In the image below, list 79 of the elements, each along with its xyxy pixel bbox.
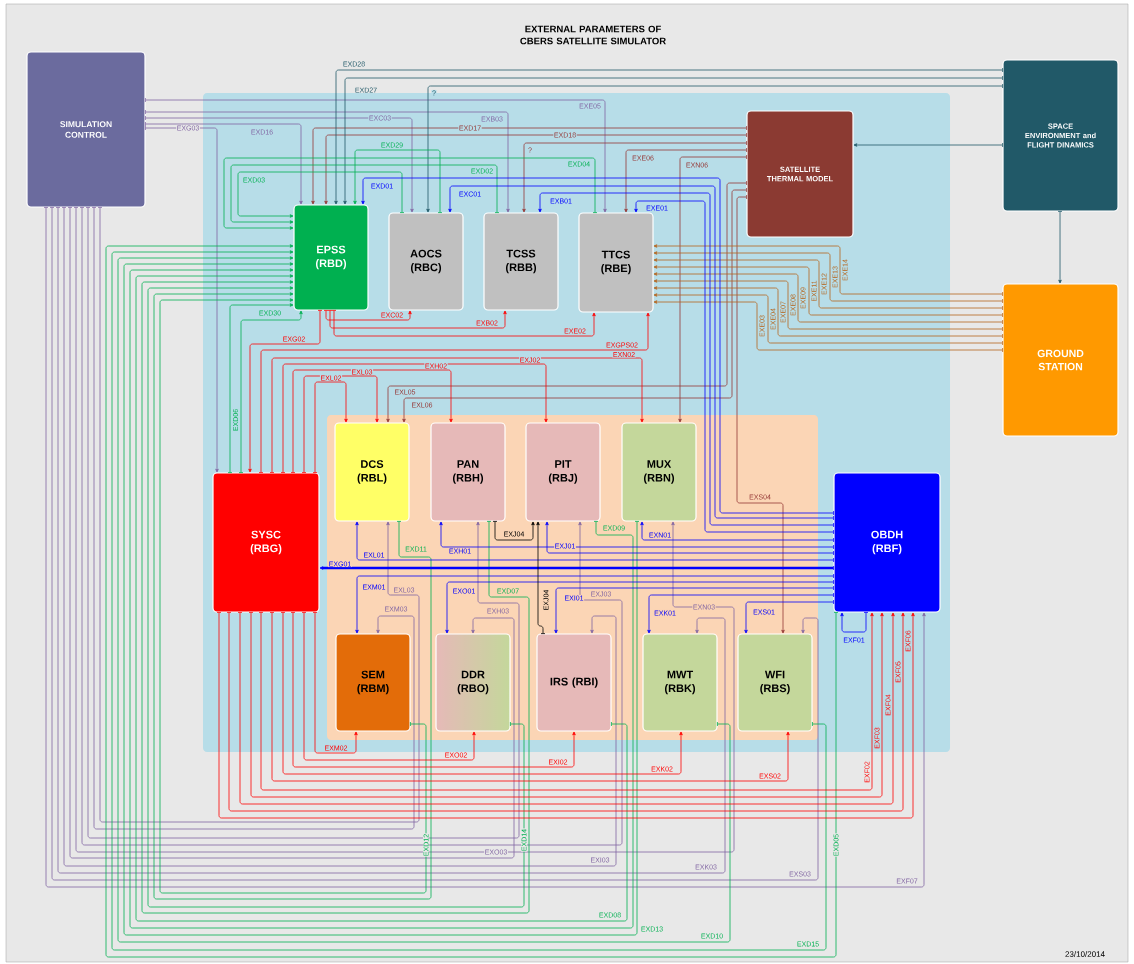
arrow (653, 279, 1003, 332)
arrow (439, 521, 834, 550)
arrow (301, 375, 379, 473)
arrow (230, 164, 500, 224)
arrow (653, 265, 1003, 318)
arrow (426, 83, 1003, 213)
arrow (736, 194, 785, 634)
arrow (653, 244, 1003, 297)
arrow (290, 369, 453, 473)
arrow (653, 293, 1003, 346)
arrow (647, 592, 834, 634)
arrow (355, 573, 834, 634)
arrow (536, 521, 546, 634)
arrow (227, 303, 294, 473)
arrow (312, 381, 348, 473)
process-box: EPSS (RBD) (293, 204, 369, 311)
arrow (327, 310, 507, 329)
arrow (312, 612, 358, 754)
process-box: MUX (RBN) (621, 422, 697, 522)
arrow (258, 312, 650, 473)
arrow (323, 310, 412, 321)
process-box: WFI (RBS) (737, 633, 813, 732)
arrow (653, 300, 1003, 353)
arrow (290, 612, 576, 768)
station-box: GROUND STATION (1002, 283, 1119, 437)
arrow (248, 310, 323, 473)
arrow (353, 149, 443, 213)
process-box: MWT (RBK) (642, 633, 718, 732)
arrow (853, 142, 1003, 148)
arrow (492, 521, 535, 541)
arrow (301, 612, 476, 761)
process-box: TTCS (RBE) (578, 212, 654, 313)
process-box: SEM (RBM) (335, 633, 411, 732)
arrow (448, 185, 834, 521)
arrow (319, 565, 834, 571)
arrow (145, 97, 607, 213)
arrow (1057, 211, 1063, 284)
process-box: AOCS (RBC) (388, 212, 464, 311)
arrow (145, 109, 510, 213)
arrow (117, 256, 731, 943)
arrow (238, 310, 303, 473)
arrow (280, 612, 683, 775)
arrow (269, 357, 644, 473)
arrow (445, 579, 834, 634)
arrow (840, 612, 869, 633)
arrow (237, 171, 405, 218)
arrow (653, 251, 1003, 304)
arrow (331, 310, 596, 337)
arrow (744, 599, 834, 634)
arrow (538, 192, 834, 528)
arrow (355, 521, 834, 563)
arrow (361, 177, 834, 516)
title: EXTERNAL PARAMETERS OF CBERS SATELLITE SIMULATOR (520, 25, 666, 45)
arrow (223, 157, 598, 230)
arrow (634, 200, 834, 535)
arrow (640, 521, 834, 543)
arrow (653, 286, 1003, 339)
arrow (280, 363, 548, 473)
process-box: PAN (RBH) (430, 422, 506, 522)
process-box: TCSS (RBB) (483, 212, 559, 311)
arrow (653, 258, 1003, 311)
arrow (624, 147, 747, 213)
control-box: SIMULATION CONTROL (26, 51, 146, 208)
arrow (145, 121, 303, 205)
process-box: DDR (RBO) (435, 633, 511, 732)
process-box: DCS (RBL) (334, 422, 410, 522)
arrow (545, 521, 834, 556)
arrow (678, 154, 747, 423)
arrow (145, 115, 414, 213)
arrow (269, 612, 790, 782)
process-box: SYSC (RBG) (212, 472, 320, 613)
process-box: IRS (RBI) (536, 633, 612, 732)
arrow (653, 272, 1003, 325)
date-label: 23/10/2014 (1065, 951, 1105, 957)
arrow (145, 125, 219, 473)
process-box: PIT (RBJ) (525, 422, 601, 522)
process-box: OBDH (RBF) (833, 472, 941, 613)
arrow (522, 140, 747, 213)
arrow (554, 585, 834, 634)
